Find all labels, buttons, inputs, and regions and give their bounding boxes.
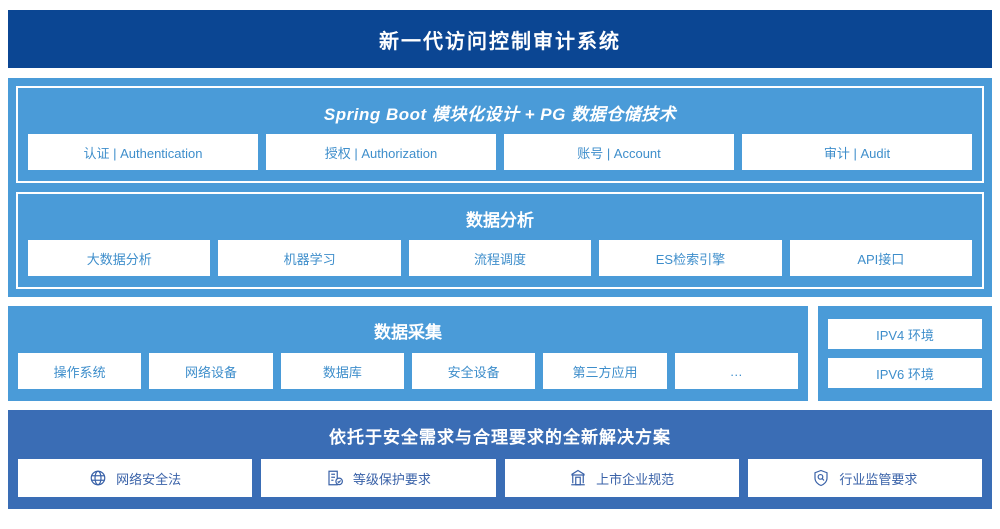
document-check-icon — [326, 469, 344, 487]
collection-chip-network-device[interactable]: 网络设备 — [149, 353, 273, 389]
platform-chip-authorization[interactable]: 授权 | Authorization — [266, 134, 496, 170]
solution-chip-cybersecurity-law[interactable]: 网络安全法 — [18, 459, 253, 497]
platform-group-spring-boot: Spring Boot 模块化设计 + PG 数据仓储技术 认证 | Authe… — [16, 86, 984, 183]
building-icon — [569, 469, 587, 487]
platform-group-title: Spring Boot 模块化设计 + PG 数据仓储技术 — [323, 105, 677, 124]
data-analysis-chip-api[interactable]: API接口 — [789, 240, 973, 276]
solution-chip-label: 网络安全法 — [116, 471, 182, 487]
solution-chip-industry-supervision[interactable]: 行业监管要求 — [747, 459, 982, 497]
collection-chip-operating-system[interactable]: 操作系统 — [18, 353, 142, 389]
data-analysis-title: 数据分析 — [466, 211, 534, 230]
solution-chip-classified-protection[interactable]: 等级保护要求 — [261, 459, 496, 497]
platform-chip-row: 认证 | Authentication 授权 | Authorization 账… — [28, 134, 972, 170]
solutions-section: 依托于安全需求与合理要求的全新解决方案 网络安全法 — [8, 410, 992, 509]
solution-chip-label: 上市企业规范 — [596, 471, 675, 487]
page-title: 新一代访问控制审计系统 — [379, 30, 621, 53]
ip-environment-panel: IPV4 环境 IPV6 环境 — [818, 306, 992, 401]
globe-icon — [89, 469, 107, 487]
data-analysis-chip-machine-learning[interactable]: 机器学习 — [218, 240, 401, 276]
collection-chip-database[interactable]: 数据库 — [280, 353, 404, 389]
data-analysis-chip-workflow[interactable]: 流程调度 — [408, 240, 592, 276]
solutions-title: 依托于安全需求与合理要求的全新解决方案 — [329, 428, 671, 447]
collection-chip-more[interactable]: … — [674, 353, 798, 389]
data-collection-panel: 数据采集 操作系统 网络设备 数据库 安全设备 第三方应用 … — [8, 306, 808, 401]
solution-chip-listed-company-standard[interactable]: 上市企业规范 — [504, 459, 739, 497]
solution-chip-label: 行业监管要求 — [839, 471, 918, 487]
data-analysis-chip-es-search[interactable]: ES检索引擎 — [599, 240, 782, 276]
collection-chip-third-party-app[interactable]: 第三方应用 — [543, 353, 667, 389]
platform-chip-authentication[interactable]: 认证 | Authentication — [28, 134, 258, 170]
page-title-bar: 新一代访问控制审计系统 — [8, 10, 992, 68]
platform-chip-audit[interactable]: 审计 | Audit — [742, 134, 972, 170]
ipv4-environment-chip[interactable]: IPV4 环境 — [828, 319, 982, 349]
platform-group-data-analysis: 数据分析 大数据分析 机器学习 流程调度 ES检索引擎 API接口 — [16, 192, 984, 289]
shield-search-icon — [812, 469, 830, 487]
platform-chip-account[interactable]: 账号 | Account — [504, 134, 734, 170]
solution-chip-label: 等级保护要求 — [352, 471, 431, 487]
platform-section: Spring Boot 模块化设计 + PG 数据仓储技术 认证 | Authe… — [8, 78, 992, 297]
ipv6-environment-chip[interactable]: IPV6 环境 — [828, 358, 982, 388]
collection-chip-security-device[interactable]: 安全设备 — [411, 353, 536, 389]
data-analysis-chip-row: 大数据分析 机器学习 流程调度 ES检索引擎 API接口 — [28, 240, 973, 276]
data-collection-title: 数据采集 — [374, 323, 442, 342]
solutions-chip-row: 网络安全法 等级保护要求 — [18, 459, 982, 497]
collection-section: 数据采集 操作系统 网络设备 数据库 安全设备 第三方应用 … IPV4 环境 … — [8, 306, 992, 401]
data-analysis-chip-bigdata[interactable]: 大数据分析 — [28, 240, 211, 276]
data-collection-chip-row: 操作系统 网络设备 数据库 安全设备 第三方应用 … — [18, 353, 798, 389]
